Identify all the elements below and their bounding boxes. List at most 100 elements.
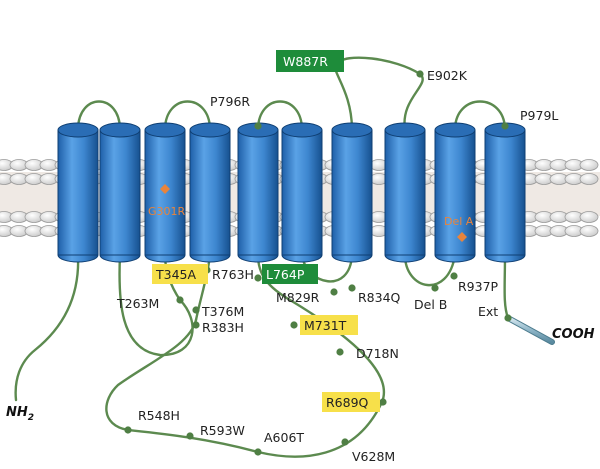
loop-int-e <box>403 253 457 287</box>
dot-m731t <box>290 321 298 329</box>
c-terminal-cable <box>505 315 555 345</box>
e902k-label: E902K <box>427 68 468 83</box>
l764p-box <box>262 264 318 284</box>
m829r-label: M829R <box>276 290 320 305</box>
loop-int-d <box>300 253 354 283</box>
helix-body <box>281 129 323 256</box>
helix-tm10 <box>484 122 526 263</box>
lipid-head <box>579 159 599 171</box>
dot-a606t <box>254 448 262 456</box>
g301r-marker-icon <box>160 184 170 194</box>
ext-label: Ext <box>478 304 498 319</box>
a606t-label: A606T <box>264 430 304 445</box>
n-terminal-tail <box>14 253 80 402</box>
del-b-label: Del B <box>414 297 447 312</box>
mutation-labels: E902K P796R P979L R763H T263M T376M R383… <box>116 68 558 464</box>
helix-top-cap <box>189 122 231 138</box>
r548h-label: R548H <box>138 408 180 423</box>
dot-r937p <box>450 272 458 280</box>
helix-tm1 <box>57 122 99 263</box>
helix-body <box>484 129 526 256</box>
dot-v628m <box>341 438 349 446</box>
v628m-label: V628M <box>352 449 395 464</box>
w887r-box <box>276 50 344 72</box>
r689q-label: R689Q <box>326 395 369 410</box>
dot-delb <box>431 284 439 292</box>
t263m-label: T263M <box>116 296 159 311</box>
loop-ext-4-long <box>333 56 424 132</box>
helix-top-cap <box>57 122 99 138</box>
helix-body <box>189 129 231 256</box>
m731t-label: M731T <box>304 318 347 333</box>
n-terminus-text: NH <box>6 405 28 420</box>
r937p-label: R937P <box>458 279 499 294</box>
r834q-label: R834Q <box>358 290 401 305</box>
w887r-label: W887R <box>283 54 328 69</box>
r383h-label: R383H <box>202 320 244 335</box>
helix-tm9 <box>434 122 476 263</box>
t345a-label: T345A <box>155 267 196 282</box>
d718n-label: D718N <box>356 346 399 361</box>
dot-r763h <box>254 274 262 282</box>
loop-ext-5 <box>453 100 507 132</box>
transmembrane-helices <box>57 122 526 263</box>
dot-m829r <box>330 288 338 296</box>
lipid-head <box>579 211 599 223</box>
loop-int-a <box>118 253 194 357</box>
dot-p979l <box>501 122 509 130</box>
helix-body <box>331 129 373 256</box>
loop-int-long <box>105 253 386 458</box>
dot-r834q <box>348 284 356 292</box>
helix-body <box>57 129 99 256</box>
helix-top-cap <box>434 122 476 138</box>
lipid-head <box>579 225 599 237</box>
dot-r383h <box>192 321 200 329</box>
dot-ext <box>504 314 512 322</box>
dot-t376m <box>192 306 200 314</box>
helix-body <box>434 129 476 256</box>
helix-body <box>384 129 426 256</box>
del-a-label: Del A <box>444 215 474 228</box>
n-terminus-label: NH2 <box>6 405 34 423</box>
dot-t263m <box>176 296 184 304</box>
highlight-boxes: W887R T345A L764P M731T R689Q <box>152 50 380 412</box>
helix-body <box>99 129 141 256</box>
loops <box>14 56 510 458</box>
dot-r593w <box>186 432 194 440</box>
helix-top-cap <box>331 122 373 138</box>
del-a-marker-icon <box>457 232 467 242</box>
inner-markers: G301R Del A <box>148 184 474 242</box>
helix-tm4 <box>189 122 231 263</box>
dot-r689q <box>379 398 387 406</box>
helix-top-cap <box>281 122 323 138</box>
helix-tm5 <box>237 122 279 263</box>
l764p-label: L764P <box>266 267 305 282</box>
r689q-box <box>322 392 380 412</box>
helix-tm2 <box>99 122 141 263</box>
c-terminus-label: COOH <box>552 327 595 342</box>
t376m-label: T376M <box>201 304 244 319</box>
dot-e902k <box>416 70 424 78</box>
r763h-label: R763H <box>212 267 254 282</box>
loop-ext-3 <box>256 100 304 132</box>
helix-top-cap <box>384 122 426 138</box>
helix-tm8 <box>384 122 426 263</box>
t345a-box <box>152 264 208 284</box>
g301r-label: G301R <box>148 205 186 218</box>
n-terminus-subscript: 2 <box>28 413 34 423</box>
loop-ext-1 <box>76 100 122 132</box>
r593w-label: R593W <box>200 423 245 438</box>
m731t-box <box>300 315 358 335</box>
loop-ext-2 <box>163 100 212 132</box>
terminals: NH2 COOH <box>6 327 595 423</box>
dot-r548h <box>124 426 132 434</box>
dot-p796r <box>254 122 262 130</box>
helix-body <box>237 129 279 256</box>
c-terminal-tail <box>503 253 510 320</box>
dot-d718n <box>336 348 344 356</box>
lipid-head <box>579 173 599 185</box>
helix-top-cap <box>144 122 186 138</box>
helix-top-cap <box>99 122 141 138</box>
helix-tm7 <box>331 122 373 263</box>
